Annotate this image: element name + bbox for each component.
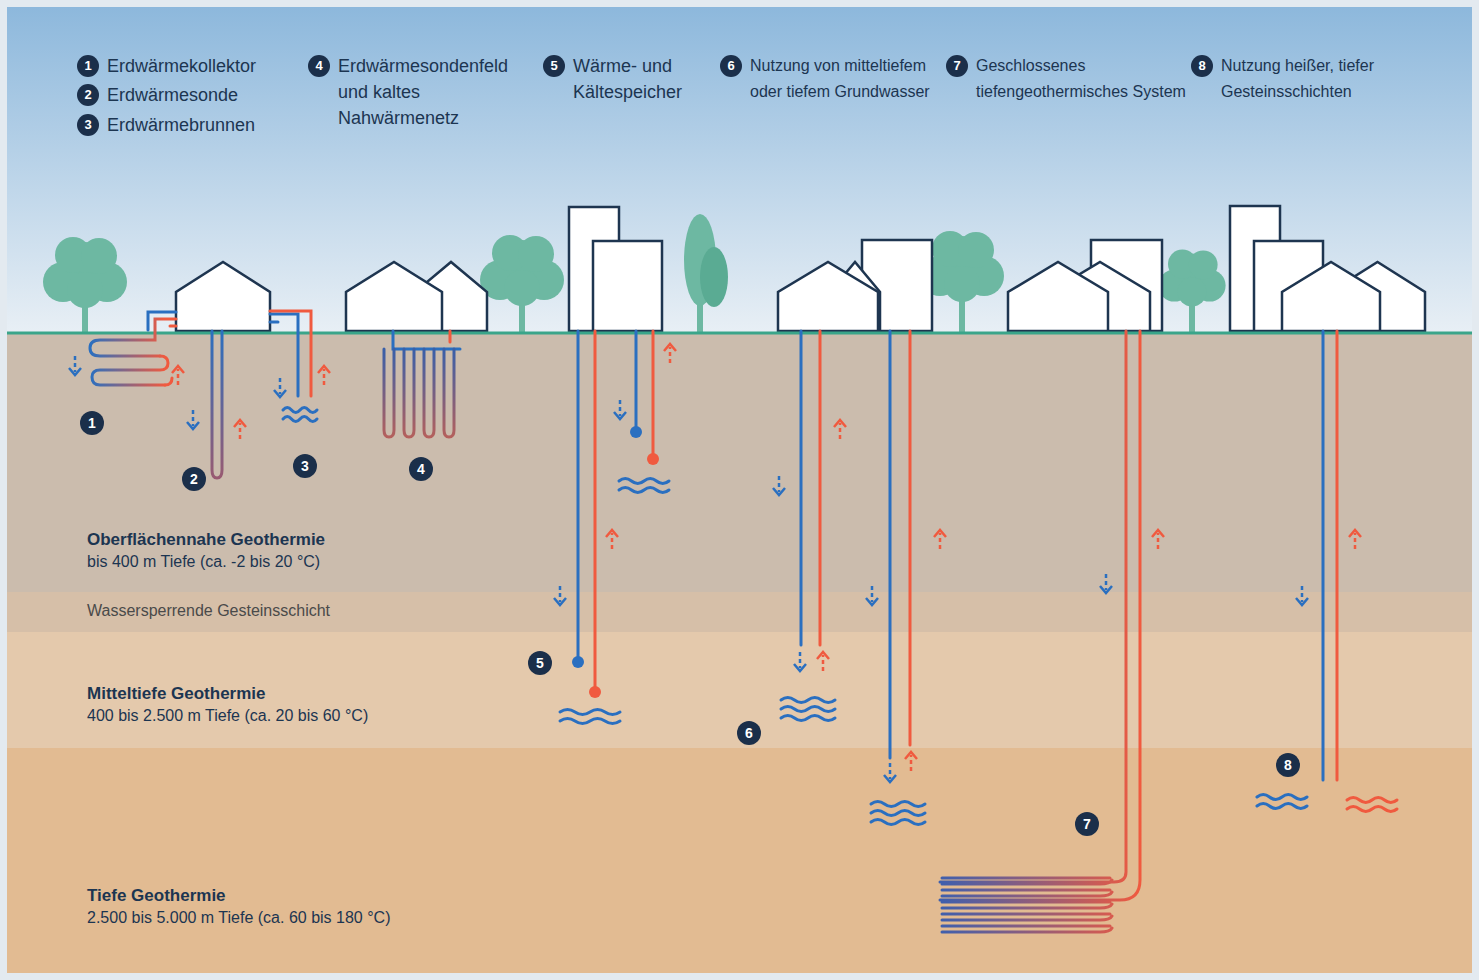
callout-circle: 5 — [528, 651, 552, 675]
callout-number: 7 — [1075, 812, 1099, 836]
callout-number: 5 — [528, 651, 552, 675]
callout-number: 8 — [1191, 55, 1213, 77]
legend-item: 4 Erdwärmesondenfeld und kaltes Nahwärmen… — [308, 53, 530, 131]
callout-number: 8 — [1276, 753, 1300, 777]
callout-number: 2 — [182, 467, 206, 491]
callout-circle: 6 — [737, 721, 761, 745]
callout-number: 6 — [737, 721, 761, 745]
callout-number: 1 — [80, 411, 104, 435]
legend-text: Geschlossenes tiefengeothermisches Syste… — [976, 53, 1191, 105]
band-heading: Oberflächennahe Geothermie — [87, 530, 325, 550]
band-depth: bis 400 m Tiefe (ca. -2 bis 20 °C) — [87, 553, 320, 571]
legend-text: Erdwärmesonde — [107, 82, 238, 108]
callout-circle: 4 — [409, 457, 433, 481]
callout-number: 4 — [409, 457, 433, 481]
band-heading: Wassersperrende Gesteinsschicht — [87, 602, 330, 620]
legend-text: Wärme- und Kältespeicher — [573, 53, 713, 105]
legend-item: 3 Erdwärmebrunnen — [77, 112, 255, 138]
legend-item: 6 Nutzung von mitteltiefem oder tiefem Gr… — [720, 53, 948, 105]
legend-item: 5 Wärme- und Kältespeicher — [543, 53, 713, 105]
callout-number: 7 — [946, 55, 968, 77]
depth-band: Wassersperrende Gesteinsschicht — [7, 592, 1472, 632]
legend-text: Erdwärmekollektor — [107, 53, 256, 79]
legend-item: 2 Erdwärmesonde — [77, 82, 238, 108]
callout-circle: 7 — [1075, 812, 1099, 836]
depth-band: Mitteltiefe Geothermie 400 bis 2.500 m Ti… — [7, 632, 1472, 748]
legend-text: Erdwärmebrunnen — [107, 112, 255, 138]
callout-number: 3 — [293, 454, 317, 478]
legend-item: 7 Geschlossenes tiefengeothermisches Syst… — [946, 53, 1191, 105]
callout-number: 3 — [77, 114, 99, 136]
callout-number: 6 — [720, 55, 742, 77]
legend-text: Nutzung heißer, tiefer Gesteinsschichten — [1221, 53, 1471, 105]
callout-circle: 1 — [80, 411, 104, 435]
legend-text: Nutzung von mitteltiefem oder tiefem Gru… — [750, 53, 948, 105]
callout-number: 5 — [543, 55, 565, 77]
legend-text: Erdwärmesondenfeld und kaltes Nahwärmene… — [338, 53, 530, 131]
band-heading: Mitteltiefe Geothermie — [87, 684, 266, 704]
band-depth: 2.500 bis 5.000 m Tiefe (ca. 60 bis 180 … — [87, 909, 390, 927]
legend-item: 1 Erdwärmekollektor — [77, 53, 256, 79]
legend-item: 8 Nutzung heißer, tiefer Gesteinsschichte… — [1191, 53, 1471, 105]
callout-circle: 8 — [1276, 753, 1300, 777]
callout-number: 2 — [77, 84, 99, 106]
band-depth: 400 bis 2.500 m Tiefe (ca. 20 bis 60 °C) — [87, 707, 368, 725]
callout-number: 4 — [308, 55, 330, 77]
depth-band: Tiefe Geothermie 2.500 bis 5.000 m Tiefe … — [7, 748, 1472, 973]
callout-circle: 3 — [293, 454, 317, 478]
callout-circle: 2 — [182, 467, 206, 491]
band-heading: Tiefe Geothermie — [87, 886, 226, 906]
depth-band: Oberflächennahe Geothermie bis 400 m Tief… — [7, 333, 1472, 592]
callout-number: 1 — [77, 55, 99, 77]
